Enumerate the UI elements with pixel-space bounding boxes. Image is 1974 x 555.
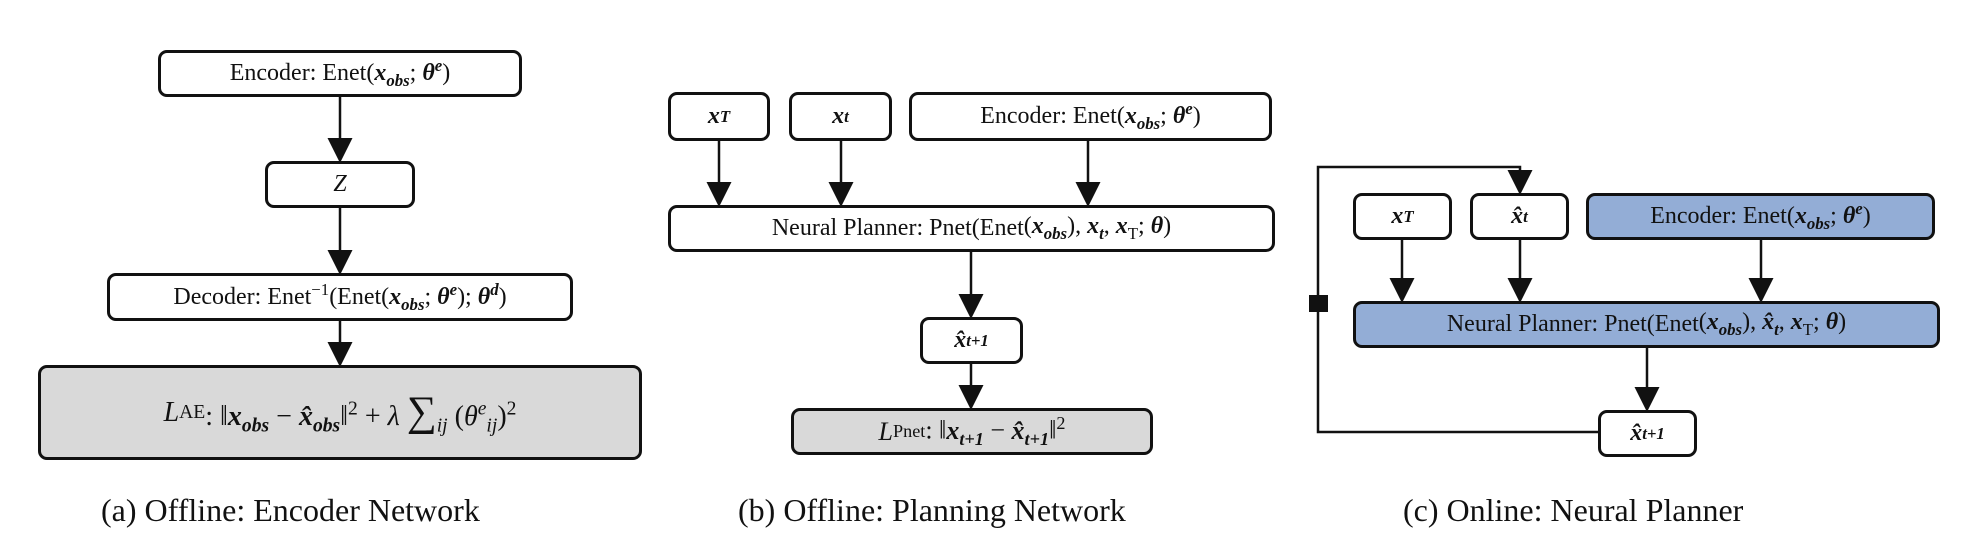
xt-label-b: x (832, 103, 845, 129)
planner-box-c: Neural Planner: Pnet(Enet(xobs), x̂t, xT… (1353, 301, 1940, 348)
pnet-loss-label: L (878, 416, 893, 446)
delay-block (1309, 295, 1328, 312)
decoder-box: Decoder: Enet−1(Enet(xobs; θe); θd) (107, 273, 573, 321)
xnext-box-b: x̂t+1 (920, 317, 1023, 364)
planner-box-b: Neural Planner: Pnet(Enet(xobs), xt, xT;… (668, 205, 1275, 252)
decoder-label: Decoder: Enet (173, 283, 312, 310)
xT-label-b: x (707, 103, 720, 129)
encoder-label-b: Encoder: Enet (980, 103, 1117, 129)
encoder-label: Encoder: Enet (229, 60, 367, 86)
encoder-box-b: Encoder: Enet(xobs; θe) (909, 92, 1272, 141)
caption-b: (b) Offline: Planning Network (738, 492, 1126, 528)
xnext-box-c: x̂t+1 (1598, 410, 1697, 457)
encoder-label-c: Encoder: Enet (1650, 203, 1787, 229)
encoder-box-a: Encoder: Enet(xobs; θe) (158, 50, 522, 97)
xnext-label-c: x̂ (1630, 420, 1643, 446)
xt-hat-box-c: x̂t (1470, 193, 1569, 240)
planner-label-c: Neural Planner: Pnet(Enet (1446, 311, 1699, 337)
xnext-label-b: x̂ (954, 327, 967, 353)
pnet-loss-subscript: Pnet (892, 421, 926, 441)
xt-hat-label-c: x̂ (1511, 203, 1524, 229)
latent-z-box: Z (265, 161, 415, 208)
xT-label-c: x (1391, 203, 1404, 229)
feedback-loop (1316, 165, 1598, 434)
ae-loss-subscript: AE (179, 401, 206, 423)
planner-label-b: Neural Planner: Pnet(Enet (771, 215, 1024, 241)
ae-loss-label: L (163, 396, 180, 428)
z-label: Z (333, 171, 347, 197)
caption-a: (a) Offline: Encoder Network (101, 492, 480, 528)
encoder-box-c: Encoder: Enet(xobs; θe) (1586, 193, 1935, 240)
caption-c: (c) Online: Neural Planner (1403, 492, 1744, 528)
